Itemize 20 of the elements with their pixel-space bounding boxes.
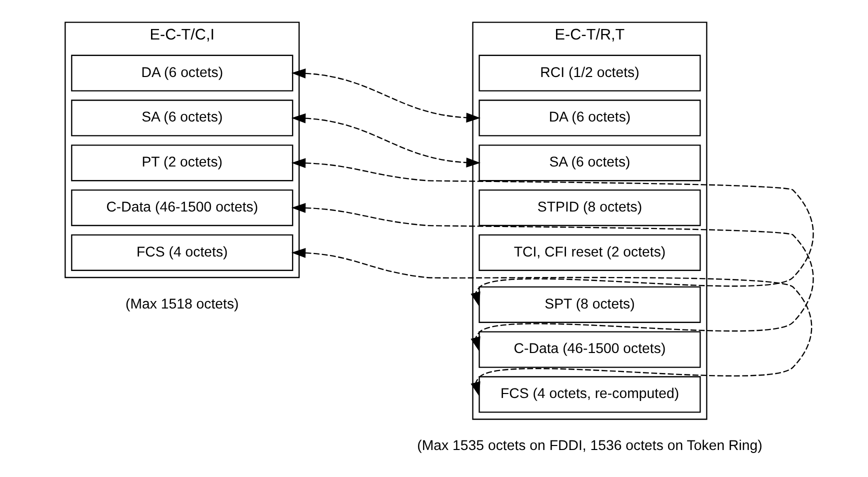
node-box: C-Data (46-1500 octets) [70, 189, 293, 226]
arrow [290, 248, 812, 396]
node-box: STPID (8 octets) [478, 189, 700, 226]
arrow [290, 158, 814, 306]
arrow [290, 113, 480, 168]
node-box: TCI, CFI reset (2 octets) [478, 234, 700, 271]
node-box: SA (6 octets) [478, 144, 700, 182]
node-box: FCS (4 octets, re-computed) [478, 376, 700, 413]
node-box: FCS (4 octets) [70, 234, 293, 271]
node-box: PT (2 octets) [70, 144, 293, 182]
node-box: RCI (1/2 octets) [478, 54, 700, 92]
node-box: SA (6 octets) [70, 100, 293, 136]
node-box: DA (6 octets) [478, 100, 700, 136]
node-label: (Max 1535 octets on FDDI, 1536 octets on Token Ring) [416, 438, 762, 454]
node-label: (Max 1518 octets) [124, 296, 238, 312]
arrow [290, 68, 480, 123]
node-box: DA (6 octets) [70, 54, 293, 92]
node-box: SPT (8 octets) [478, 286, 700, 323]
node-box: C-Data (46-1500 octets) [478, 331, 700, 368]
arrow [290, 203, 814, 352]
